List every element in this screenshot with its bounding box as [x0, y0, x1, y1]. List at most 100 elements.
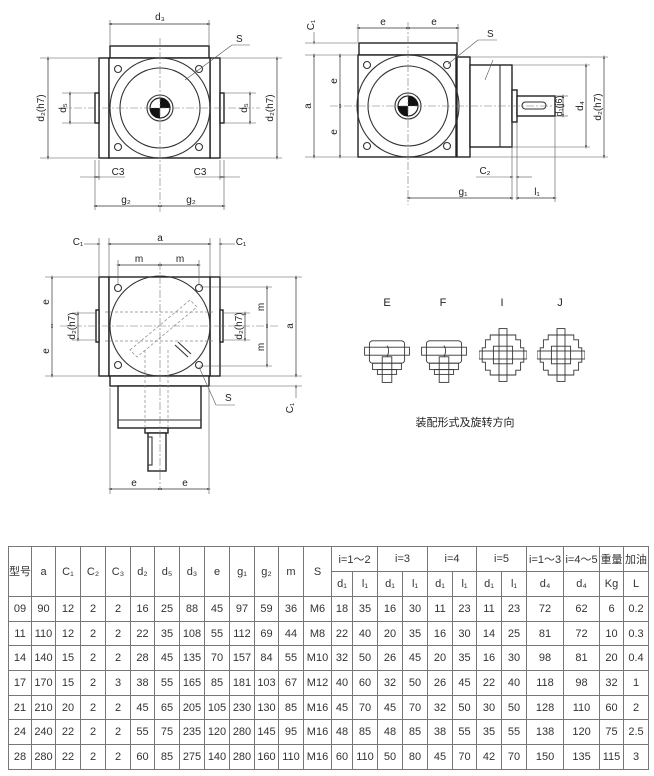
dim-label-a: a	[303, 103, 314, 109]
table-cell: 275	[179, 744, 205, 770]
table-cell: 48	[377, 719, 404, 746]
table-cell: 85	[154, 744, 180, 770]
dim-label-d2-right: d₂(h7)	[265, 94, 276, 121]
table-cell: 45	[331, 694, 353, 721]
table-cell: M16	[303, 719, 332, 746]
dim-label-l1: l₁	[534, 187, 540, 198]
table-cell: 14	[476, 620, 503, 647]
table-cell: 44	[278, 620, 304, 647]
table-cell: 16	[476, 645, 503, 672]
table-cell: 23	[501, 596, 528, 622]
table-cell: 138	[526, 719, 565, 746]
table-cell: 95	[278, 719, 304, 746]
mounting-label-i: I	[500, 297, 503, 309]
column-header: g₁	[229, 546, 255, 597]
table-cell: 67	[278, 670, 304, 696]
table-cell: 128	[526, 694, 565, 721]
table-cell: 32	[377, 670, 404, 696]
table-cell: 26	[427, 670, 454, 696]
table-cell: 32	[427, 694, 454, 721]
table-cell: 170	[31, 670, 56, 696]
column-header: g₂	[254, 546, 279, 597]
table-cell: 120	[563, 719, 601, 746]
table-cell: 90	[31, 596, 56, 622]
table-cell: 35	[476, 719, 503, 746]
table-cell: 70	[501, 744, 528, 770]
column-header: e	[204, 546, 230, 597]
table-cell: 118	[526, 670, 565, 696]
dim-label-e-top-left: e	[380, 17, 386, 28]
column-header: d₂	[130, 546, 155, 597]
table-cell: 20	[599, 645, 625, 672]
table-cell: 55	[501, 719, 528, 746]
dim-label-d2-left: d₂(h7)	[36, 94, 47, 121]
table-cell: 18	[331, 596, 353, 622]
table-cell: 50	[351, 645, 379, 672]
mounting-i-icon	[479, 328, 527, 382]
table-cell: 145	[254, 719, 279, 746]
table-cell: 2	[80, 670, 106, 696]
table-cell: 59	[254, 596, 279, 622]
dim-label-d3: d₃	[155, 12, 165, 23]
column-header: d₃	[179, 546, 205, 597]
table-cell: 80	[402, 744, 429, 770]
table-cell: 60	[599, 694, 625, 721]
table-cell: 70	[204, 645, 230, 672]
dim-label-e-upper: e	[329, 78, 340, 84]
table-cell: 2	[80, 694, 106, 721]
table-cell: 210	[31, 694, 56, 721]
column-subheader: d₁	[476, 571, 503, 597]
table-cell: 120	[204, 719, 230, 746]
column-header: m	[278, 546, 304, 597]
table-cell: M12	[303, 670, 332, 696]
table-cell: 16	[377, 596, 404, 622]
table-cell: 50	[452, 694, 478, 721]
table-cell: 2	[80, 744, 106, 770]
table-cell: 112	[229, 620, 255, 647]
column-subheader: Kg	[599, 571, 625, 597]
table-cell: 2	[105, 719, 131, 746]
dim-label-d1: d₁(j6)	[554, 95, 564, 116]
table-cell: 62	[563, 596, 601, 622]
mounting-label-e: E	[383, 297, 390, 309]
dim-label-d5-right: d₅	[239, 103, 250, 113]
table-cell: 110	[278, 744, 304, 770]
table-cell: 28	[130, 645, 155, 672]
table-cell: 55	[278, 645, 304, 672]
table-cell: 30	[501, 645, 528, 672]
column-group-header: i=4～5	[563, 546, 601, 572]
column-subheader: l₁	[501, 571, 528, 597]
table-cell: 24	[8, 719, 32, 746]
table-cell: 12	[55, 596, 81, 622]
dim-label-d5-left: d₅	[58, 103, 69, 113]
mounting-label-f: F	[440, 297, 447, 309]
table-cell: 38	[427, 719, 454, 746]
table-cell: 26	[377, 645, 404, 672]
table-cell: 2	[80, 645, 106, 672]
table-cell: 40	[351, 620, 379, 647]
dim-label-d2-left: d₂(h7)	[67, 312, 78, 339]
table-cell: 30	[402, 596, 429, 622]
dim-label-c1: C₁	[306, 19, 317, 30]
table-cell: 55	[204, 620, 230, 647]
table-cell: 0.3	[623, 620, 650, 647]
column-group-header: i=5	[476, 546, 528, 572]
dim-label-s: S	[487, 29, 494, 40]
table-cell: 2.5	[623, 719, 650, 746]
table-cell: 40	[501, 670, 528, 696]
table-cell: 45	[377, 694, 404, 721]
column-subheader: l₁	[402, 571, 429, 597]
column-header: d₅	[154, 546, 180, 597]
table-cell: 103	[254, 670, 279, 696]
dim-label-c1-left: C₁	[73, 237, 84, 248]
table-cell: 98	[563, 670, 601, 696]
column-subheader: l₁	[351, 571, 379, 597]
table-cell: 130	[254, 694, 279, 721]
table-cell: 35	[351, 596, 379, 622]
table-cell: 55	[452, 719, 478, 746]
column-subheader: d₁	[331, 571, 353, 597]
table-cell: 11	[476, 596, 503, 622]
table-cell: 140	[31, 645, 56, 672]
column-group-header: 加油	[623, 546, 650, 572]
